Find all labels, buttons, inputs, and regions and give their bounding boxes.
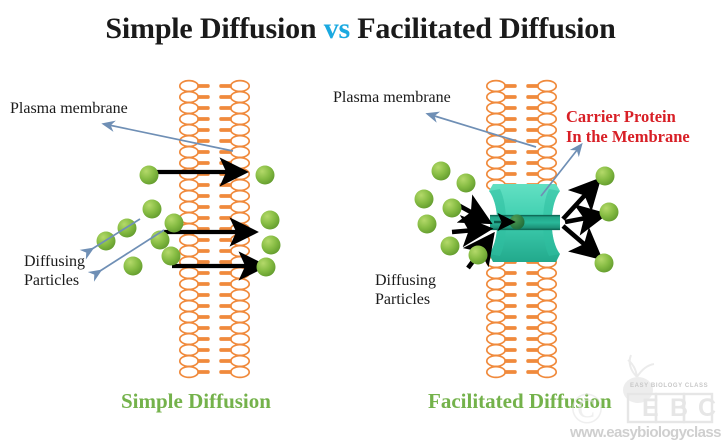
right-pointer-arrows — [425, 111, 583, 197]
watermark-url: www.easybiologyclass.com — [570, 424, 721, 441]
carrier-protein-label: Carrier Protein In the Membrane — [566, 107, 690, 147]
pointer-to-carrier-protein — [540, 142, 583, 197]
particle — [260, 210, 280, 230]
watermark-tagline: EASY BIOLOGY CLASS — [630, 383, 709, 389]
watermark: © E B C — [570, 354, 716, 433]
tree-branches-icon — [627, 354, 655, 378]
particle — [123, 256, 143, 276]
particle — [414, 189, 434, 209]
particle — [599, 202, 619, 222]
particle — [456, 173, 476, 193]
outbound-arrow-3 — [561, 224, 603, 261]
particle — [417, 214, 437, 234]
particle — [442, 198, 462, 218]
ebc-letter-e: E — [642, 394, 659, 422]
copyright-symbol: © — [570, 384, 603, 433]
outbound-arrow-1 — [561, 177, 602, 221]
inbound-arrow-1 — [456, 194, 493, 225]
right-diffusing-particles — [414, 161, 619, 273]
left-plasma-membrane — [178, 79, 251, 379]
particle — [256, 257, 276, 277]
title-vs-accent: vs — [323, 12, 350, 45]
carrier-protein — [489, 184, 560, 262]
title-part-two: Facilitated Diffusion — [350, 12, 616, 45]
left-transport-arrows — [156, 157, 268, 281]
particle — [261, 235, 281, 255]
particle — [142, 199, 162, 219]
right-panel-caption: Facilitated Diffusion — [428, 389, 612, 413]
pointer-to-membrane — [425, 111, 537, 148]
particle — [594, 253, 614, 273]
left-diffusing-particles-label: Diffusing Particles — [24, 253, 86, 289]
page-title: Simple Diffusion vs Facilitated Diffusio… — [0, 12, 721, 46]
right-plasma-membrane-label: Plasma membrane — [333, 89, 451, 106]
right-plasma-membrane-lower — [485, 255, 558, 379]
apple-icon — [623, 377, 653, 403]
right-diffusing-particles-label: Diffusing Particles — [375, 272, 437, 308]
left-panel-caption: Simple Diffusion — [121, 389, 271, 413]
particle — [255, 165, 275, 185]
pointer-to-particle-a — [87, 229, 165, 282]
ebc-letter-b: B — [670, 394, 688, 422]
particle — [161, 246, 181, 266]
pointer-to-membrane — [101, 120, 234, 152]
particle — [431, 161, 451, 181]
ebc-box-c — [682, 392, 714, 424]
title-part-one: Simple Diffusion — [105, 12, 324, 45]
inbound-arrow-2 — [451, 215, 494, 248]
left-pointer-arrows — [79, 120, 234, 282]
ebc-letter-c: C — [698, 394, 716, 422]
pointer-to-particle-b — [79, 218, 141, 260]
outbound-arrow-2 — [564, 203, 609, 236]
particle — [440, 236, 460, 256]
particle — [164, 213, 184, 233]
left-plasma-membrane-label: Plasma membrane — [10, 100, 128, 117]
particle — [468, 245, 488, 265]
particle — [139, 165, 159, 185]
right-outbound-arrows — [561, 177, 609, 261]
particle — [595, 166, 615, 186]
